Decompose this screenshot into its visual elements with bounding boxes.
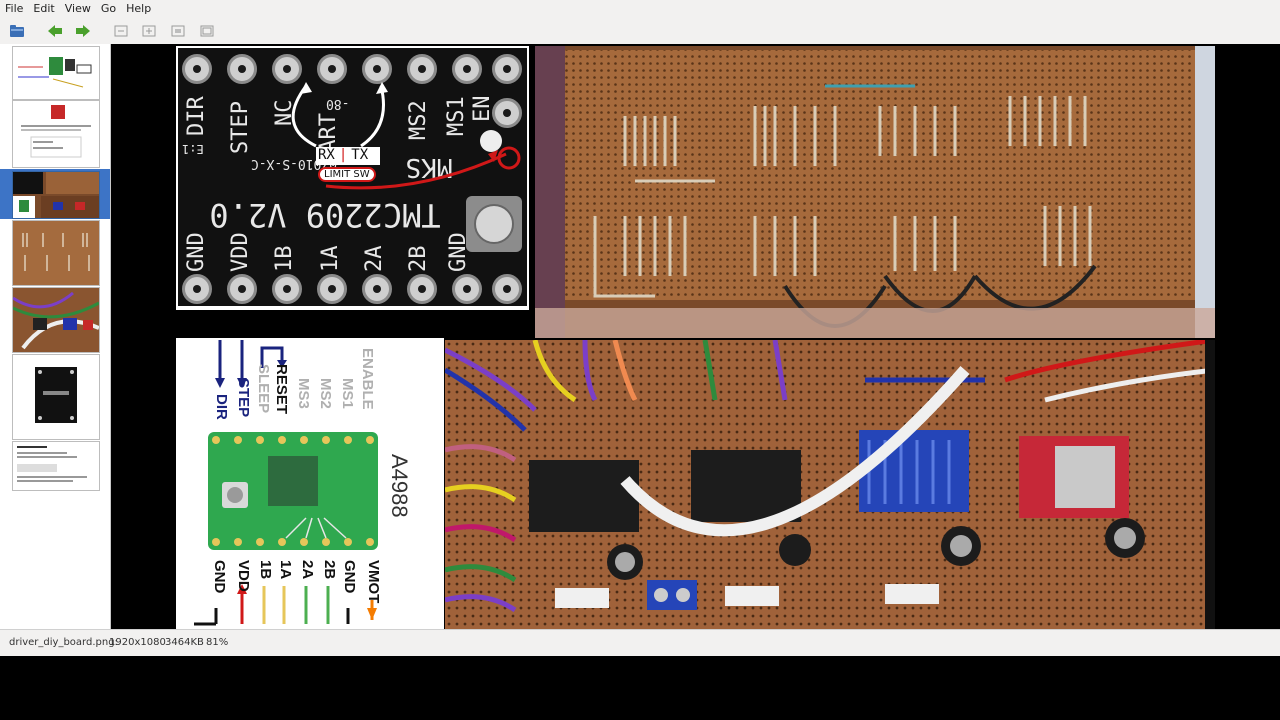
thumbnail-7[interactable] [12, 441, 100, 491]
a4988-pin-2a: 2A [299, 560, 316, 580]
status-dimensions: 1920x1080 [109, 637, 166, 648]
annotation-overlay [291, 82, 521, 190]
a4988-pin-ms2: MS2 [317, 378, 334, 409]
a4988-pin-gnd-2: GND [341, 560, 358, 594]
fit-icon[interactable] [169, 22, 187, 40]
thumbnail-1[interactable] [12, 46, 100, 100]
zoom-in-icon[interactable] [140, 22, 158, 40]
status-filesize: 3464KB [165, 637, 204, 648]
a4988-pin-reset: RESET [273, 364, 290, 415]
fullscreen-icon[interactable] [198, 22, 216, 40]
cursor-highlight [480, 130, 502, 152]
a4988-pinout-image: DIR STEP SLEEP RESET MS3 MS2 MS1 ENABLE … [176, 338, 444, 629]
tx-label: TX [351, 147, 369, 163]
rx-tx-annotation: RX|TX [316, 147, 380, 165]
menu-file[interactable]: File [5, 2, 24, 15]
toolbar [0, 18, 1280, 44]
thumbnail-5[interactable] [12, 287, 100, 353]
thumbnail-6[interactable] [12, 354, 100, 440]
image-viewer-window: File Edit View Go Help [0, 0, 1280, 656]
a4988-title: A4988 [387, 454, 412, 518]
image-canvas[interactable]: DIR STEP NC UART MS2 MS1 EN GND VDD 1B 1… [111, 44, 1280, 629]
tmc2209-pinout-image: DIR STEP NC UART MS2 MS1 EN GND VDD 1B 1… [176, 46, 529, 310]
thumbnail-4[interactable] [12, 220, 100, 286]
a4988-pin-ms3: MS3 [295, 378, 312, 409]
thumbnail-sidebar[interactable] [0, 44, 111, 629]
thumbnail-2[interactable] [12, 100, 100, 168]
status-filename: driver_diy_board.png: [9, 637, 118, 648]
assembled-board-drawing [445, 340, 1215, 629]
a4988-pin-dir: DIR [213, 394, 230, 420]
a4988-pin-gnd-1: GND [211, 560, 228, 594]
a4988-pin-2b: 2B [321, 560, 338, 580]
status-zoom: 81% [206, 637, 229, 648]
open-icon[interactable] [8, 22, 26, 40]
limit-sw-annotation: LIMIT SW [318, 167, 376, 182]
a4988-pin-step: STEP [235, 378, 252, 418]
menu-go[interactable]: Go [100, 2, 117, 15]
menu-edit[interactable]: Edit [33, 2, 55, 15]
zoom-out-icon[interactable] [112, 22, 130, 40]
back-icon[interactable] [46, 22, 64, 40]
forward-icon[interactable] [74, 22, 92, 40]
a4988-pin-sleep: SLEEP [255, 364, 272, 414]
a4988-pin-ms1: MS1 [339, 378, 356, 409]
thumbnail-3-selected[interactable] [12, 171, 100, 219]
a4988-pin-1b: 1B [257, 560, 274, 580]
menu-view[interactable]: View [64, 2, 91, 15]
a4988-pin-enable: ENABLE [359, 348, 376, 410]
status-bar: driver_diy_board.png: 1920x1080 3464KB 8… [0, 629, 1280, 656]
menu-bar: File Edit View Go Help [0, 0, 1280, 17]
perfboard-drawing [535, 46, 1215, 338]
a4988-pin-vmot: VMOT [365, 560, 382, 604]
a4988-pin-vdd: VDD [235, 560, 252, 592]
perfboard-solder-photo [535, 46, 1215, 338]
menu-help[interactable]: Help [126, 2, 152, 15]
assembled-board-photo [445, 340, 1215, 629]
a4988-pin-1a: 1A [277, 560, 294, 580]
rx-label: RX [318, 147, 335, 163]
